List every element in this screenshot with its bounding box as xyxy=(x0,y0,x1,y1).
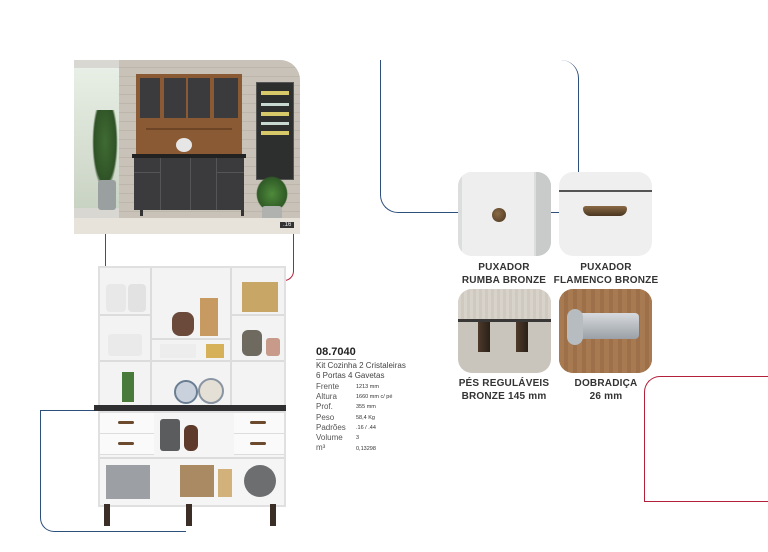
knob-rumba xyxy=(492,208,506,222)
spec-label-altura: Altura xyxy=(316,392,337,401)
feature-pes-line1: PÉS REGULÁVEIS xyxy=(458,378,550,389)
spec-label-padroes: Padrões xyxy=(316,423,346,432)
connector-line-right xyxy=(644,376,768,502)
cabinet-bottom xyxy=(134,158,244,210)
pot-left xyxy=(98,180,116,210)
spec-value-peso: 58,4 Kg xyxy=(356,415,375,421)
cabinet-lower xyxy=(98,411,286,507)
ambient-photo: .16 xyxy=(74,60,300,234)
product-code: 08.7040 xyxy=(316,346,356,360)
spec-value-prof: 355 mm xyxy=(356,404,376,410)
feature-pes-line2: BRONZE 145 mm xyxy=(461,391,547,402)
tile-puxador-flamenco xyxy=(559,172,652,256)
foot-right xyxy=(516,322,528,352)
feature-label-pes: PÉS REGULÁVEIS BRONZE 145 mm xyxy=(452,377,556,403)
spec-value-altura: 1660 mm c/ pé xyxy=(356,394,393,400)
cabinet-foot-right xyxy=(270,504,276,526)
spec-label-m3: m³ xyxy=(316,443,326,452)
product-illustration xyxy=(94,266,286,528)
feature-dobradica-line1: DOBRADIÇA xyxy=(574,378,638,389)
feature-label-flamenco: PUXADOR FLAMENCO BRONZE xyxy=(550,261,662,287)
cabinet-top xyxy=(136,74,242,156)
floor xyxy=(74,218,300,234)
feature-dobradica-line2: 26 mm xyxy=(589,391,623,402)
connector-line-photo-left xyxy=(105,232,107,266)
spec-value-frente: 1213 mm xyxy=(356,384,379,390)
feature-label-rumba: PUXADOR RUMBA BRONZE xyxy=(452,261,556,287)
product-title-line2: 6 Portas 4 Gavetas xyxy=(316,371,385,380)
tile-pes-regulaveis xyxy=(458,289,551,373)
feature-label-dobradica: DOBRADIÇA 26 mm xyxy=(550,377,662,403)
product-title: Kit Cozinha 2 Cristaleiras 6 Portas 4 Ga… xyxy=(316,361,426,381)
spec-value-volume: 3 xyxy=(356,435,360,441)
tile-dobradica xyxy=(559,289,652,373)
cabinet-upper xyxy=(98,266,286,408)
spec-label-volume: Volume xyxy=(316,433,343,442)
feature-rumba-line2: RUMBA BRONZE xyxy=(461,275,547,286)
spec-value-padroes: .16 / .44 xyxy=(356,425,376,431)
spec-value-m3: 0,13298 xyxy=(356,446,376,452)
plant-left xyxy=(92,110,118,190)
photo-tag: .16 xyxy=(280,222,295,228)
spec-label-prof: Prof. xyxy=(316,402,333,411)
cabinet-feet xyxy=(140,210,244,216)
feature-rumba-line1: PUXADOR xyxy=(478,262,530,273)
cabinet-foot-left xyxy=(104,504,110,526)
spec-label-peso: Peso xyxy=(316,413,335,422)
product-title-line1: Kit Cozinha 2 Cristaleiras xyxy=(316,361,406,370)
foot-left xyxy=(478,322,490,352)
feature-flamenco-line2: FLAMENCO BRONZE xyxy=(553,275,659,286)
cabinet-foot-mid xyxy=(186,504,192,526)
tile-puxador-rumba xyxy=(458,172,551,256)
chalkboard xyxy=(256,82,294,180)
cabinet-counter xyxy=(132,154,246,158)
handle-flamenco xyxy=(583,206,627,216)
feature-flamenco-line1: PUXADOR xyxy=(580,262,632,273)
spec-label-frente: Frente xyxy=(316,382,340,391)
cabinet-countertop xyxy=(94,405,286,411)
connector-line-top-right xyxy=(460,60,579,172)
